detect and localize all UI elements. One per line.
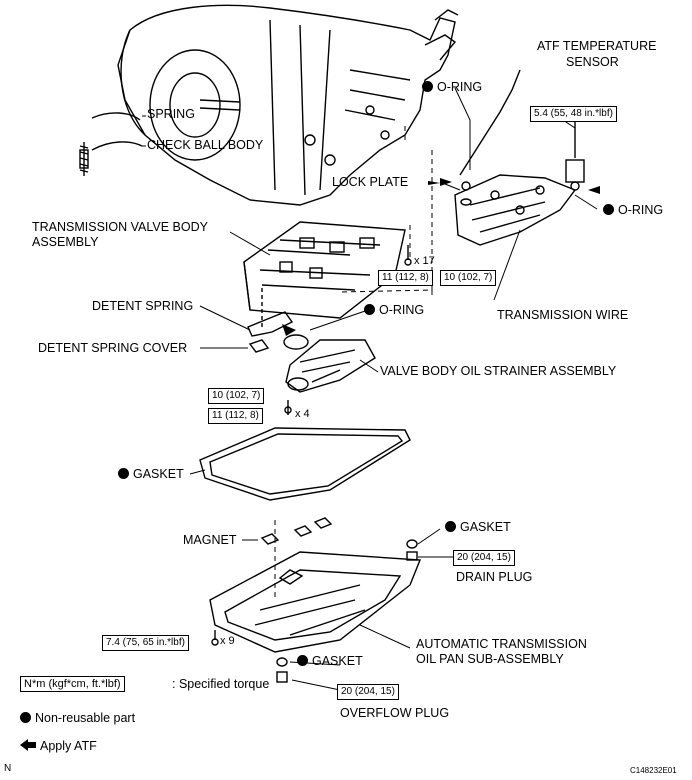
torque-sensor: 5.4 (55, 48 in.*lbf) [530, 106, 617, 122]
non-reusable-dot-icon [422, 81, 433, 92]
torque-valve-body-b: 10 (102, 7) [440, 270, 497, 286]
label-magnet: MAGNET [183, 533, 237, 547]
label-lock-plate: LOCK PLATE [332, 175, 409, 189]
spring-check-ball-drawing [79, 112, 143, 176]
label-oil-pan-line2: OIL PAN SUB-ASSEMBLY [416, 652, 564, 666]
label-valve-body-line2: ASSEMBLY [32, 235, 99, 249]
torque-valve-body-a: 11 (112, 8) [378, 270, 433, 286]
corner-n: N [4, 763, 12, 774]
atf-arrow-icon [588, 186, 600, 194]
label-gasket-pan: GASKET [118, 467, 184, 481]
figure-code: C148232E01 [630, 766, 677, 775]
non-reusable-dot-icon [603, 204, 614, 215]
label-o-ring-right: O-RING [603, 203, 663, 217]
label-o-ring-mid: O-RING [364, 303, 424, 317]
gasket-drawing [199, 427, 411, 501]
legend-non-reusable: Non-reusable part [20, 711, 135, 725]
label-detent-spring: DETENT SPRING [92, 299, 194, 313]
label-strainer: VALVE BODY OIL STRAINER ASSEMBLY [380, 364, 617, 378]
label-gasket-overflow: GASKET [297, 654, 363, 668]
label-spring: SPRING [147, 107, 195, 121]
non-reusable-dot-icon [364, 304, 375, 315]
non-reusable-dot-icon [20, 712, 31, 723]
label-valve-body-line1: TRANSMISSION VALVE BODY [32, 220, 208, 234]
torque-overflow: 20 (204, 15) [337, 684, 399, 700]
torque-pan: 7.4 (75, 65 in.*lbf) [102, 635, 189, 651]
valve-body-drawing [243, 221, 412, 330]
pan-bolt-count: x 9 [220, 635, 235, 647]
atf-arrow-icon [282, 324, 296, 336]
oil-pan-drawing [209, 551, 422, 653]
label-drain-plug: DRAIN PLUG [456, 570, 533, 584]
magnet-drawing [260, 517, 333, 545]
label-overflow-plug: OVERFLOW PLUG [340, 706, 450, 720]
legend-apply-atf: Apply ATF [20, 739, 97, 753]
detent-spring-drawing [247, 311, 294, 353]
torque-drain: 20 (204, 15) [453, 550, 515, 566]
valve-body-bolt-count: x 17 [414, 255, 435, 267]
label-atf-temp-sensor-line2: SENSOR [566, 55, 619, 69]
strainer-drawing [284, 339, 376, 415]
non-reusable-dot-icon [118, 468, 129, 479]
label-check-ball-body: CHECK BALL BODY [147, 138, 264, 152]
transmission-case-drawing [117, 4, 459, 206]
label-gasket-drain: GASKET [445, 520, 511, 534]
label-atf-temp-sensor-line1: ATF TEMPERATURE [537, 39, 657, 53]
transmission-wire-drawing [454, 120, 585, 246]
atf-arrow-icon [20, 739, 36, 751]
label-o-ring-top: O-RING [422, 80, 482, 94]
torque-strainer-a: 10 (102, 7) [208, 388, 265, 404]
non-reusable-dot-icon [297, 655, 308, 666]
strainer-bolt-count: x 4 [295, 408, 310, 420]
legend-torque-box: N*m (kgf*cm, ft.*lbf) [20, 676, 125, 692]
label-transmission-wire: TRANSMISSION WIRE [497, 308, 629, 322]
label-oil-pan-line1: AUTOMATIC TRANSMISSION [416, 637, 587, 651]
label-detent-spring-cover: DETENT SPRING COVER [38, 341, 188, 355]
non-reusable-dot-icon [445, 521, 456, 532]
torque-strainer-b: 11 (112, 8) [208, 408, 263, 424]
legend-torque-text: : Specified torque [172, 677, 270, 691]
